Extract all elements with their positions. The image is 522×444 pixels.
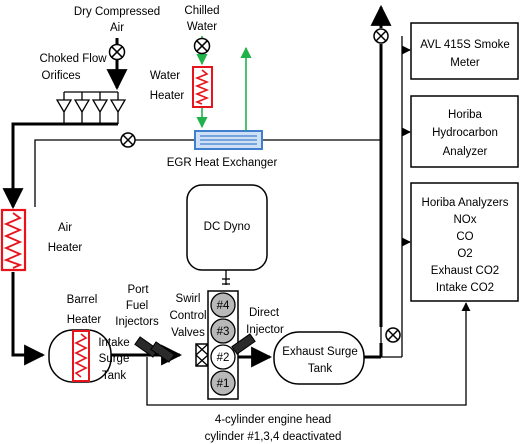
choked-flow-orifices (55, 91, 127, 124)
water-heater-icon (192, 66, 213, 108)
exhaust-tank-label-line2: Tank (308, 363, 333, 375)
smoke-meter-label: AVL 415S Smoke (420, 39, 510, 51)
barrel-heater-icon (72, 330, 90, 382)
engine-head-caption-line2: cylinder #1,3,4 deactivated (205, 431, 342, 443)
analyzers-label: Horiba Analyzers (422, 197, 509, 209)
cylinder-3 (210, 318, 236, 344)
cylinder-1-label: #1 (217, 378, 230, 390)
port-fuel-injector-icon (134, 336, 175, 363)
pfi-label: Port (127, 284, 149, 296)
direct-injector-label-line2: Injector (246, 324, 284, 336)
dc-dyno (186, 184, 268, 285)
egr-heat-exchanger-icon (194, 130, 263, 150)
hc-analyzer-label-line2: Hydrocarbon (432, 127, 498, 139)
chilled-water-label-line2: Water (187, 21, 217, 33)
smoke-meter-label-line2: Meter (450, 57, 480, 69)
swirl-label: Swirl (176, 293, 201, 305)
swirl-label-line2: Control (169, 310, 206, 322)
exhaust-sample-line (364, 4, 411, 359)
egr-valve-icon (120, 132, 136, 148)
swirl-control-valve-icon (195, 343, 209, 367)
dc-dyno-label: DC Dyno (204, 221, 251, 233)
air-heater-label-line2: Heater (48, 242, 83, 254)
orifices-label-line2: Orifices (42, 70, 81, 82)
water-heater-label: Water (150, 70, 180, 82)
intake-tank-label-line2: Surge (99, 353, 130, 365)
pfi-label-line2: Fuel (126, 300, 148, 312)
cylinder-4 (210, 292, 236, 318)
engine-head-caption: 4-cylinder engine head (215, 414, 331, 426)
analyzers-nox: NOx (454, 214, 477, 226)
cylinder-4-label: #4 (217, 300, 230, 312)
smoke-meter-box (410, 22, 519, 80)
hydrocarbon-analyzer-box (410, 95, 519, 168)
chilled-water-label: Chilled (184, 5, 219, 17)
cylinder-3-label: #3 (217, 326, 230, 338)
water-heater-label-line2: Heater (150, 90, 185, 102)
exhaust-tank-label: Exhaust Surge (282, 346, 357, 358)
horiba-analyzers-box (410, 182, 519, 302)
exhaust-valve-icon (373, 28, 389, 44)
analyzers-exhaust-co2: Exhaust CO2 (431, 265, 499, 277)
engine-head (207, 290, 239, 400)
egr-heat-exchanger-label: EGR Heat Exchanger (167, 157, 278, 169)
dry-air-label-line2: Air (110, 22, 124, 34)
intake-co2-sample-line (146, 302, 471, 406)
cylinder-1 (210, 370, 236, 396)
barrel-heater-label-line2: Heater (67, 314, 102, 326)
hc-analyzer-label-line3: Analyzer (443, 146, 488, 158)
dry-air-label: Dry Compressed (74, 6, 160, 18)
air-heater-icon (0, 208, 27, 272)
cylinder-2-label: #2 (217, 352, 230, 364)
exhaust-surge-tank (273, 331, 365, 385)
cylinder-2 (210, 344, 236, 370)
direct-injector-icon (231, 333, 256, 355)
egr-tap-valve-icon (385, 327, 401, 343)
chilled-water-valve-icon (193, 37, 211, 55)
direct-injector-label: Direct (249, 307, 280, 319)
swirl-label-line3: Valves (171, 327, 205, 339)
analyzers-co: CO (456, 231, 473, 243)
orifices-label: Choked Flow (39, 53, 107, 65)
barrel-heater-label: Barrel (67, 294, 98, 306)
analyzers-intake-co2: Intake CO2 (436, 282, 494, 294)
hc-analyzer-label: Horiba (448, 109, 482, 121)
air-heater-label: Air (58, 222, 72, 234)
intake-tank-label-line3: Tank (102, 370, 127, 382)
chilled-water-line (196, 36, 252, 131)
analyzers-o2: O2 (457, 248, 472, 260)
intake-tank-label: Intake (98, 337, 129, 349)
pfi-label-line3: Injectors (115, 316, 159, 328)
dry-air-valve-icon (108, 43, 126, 61)
